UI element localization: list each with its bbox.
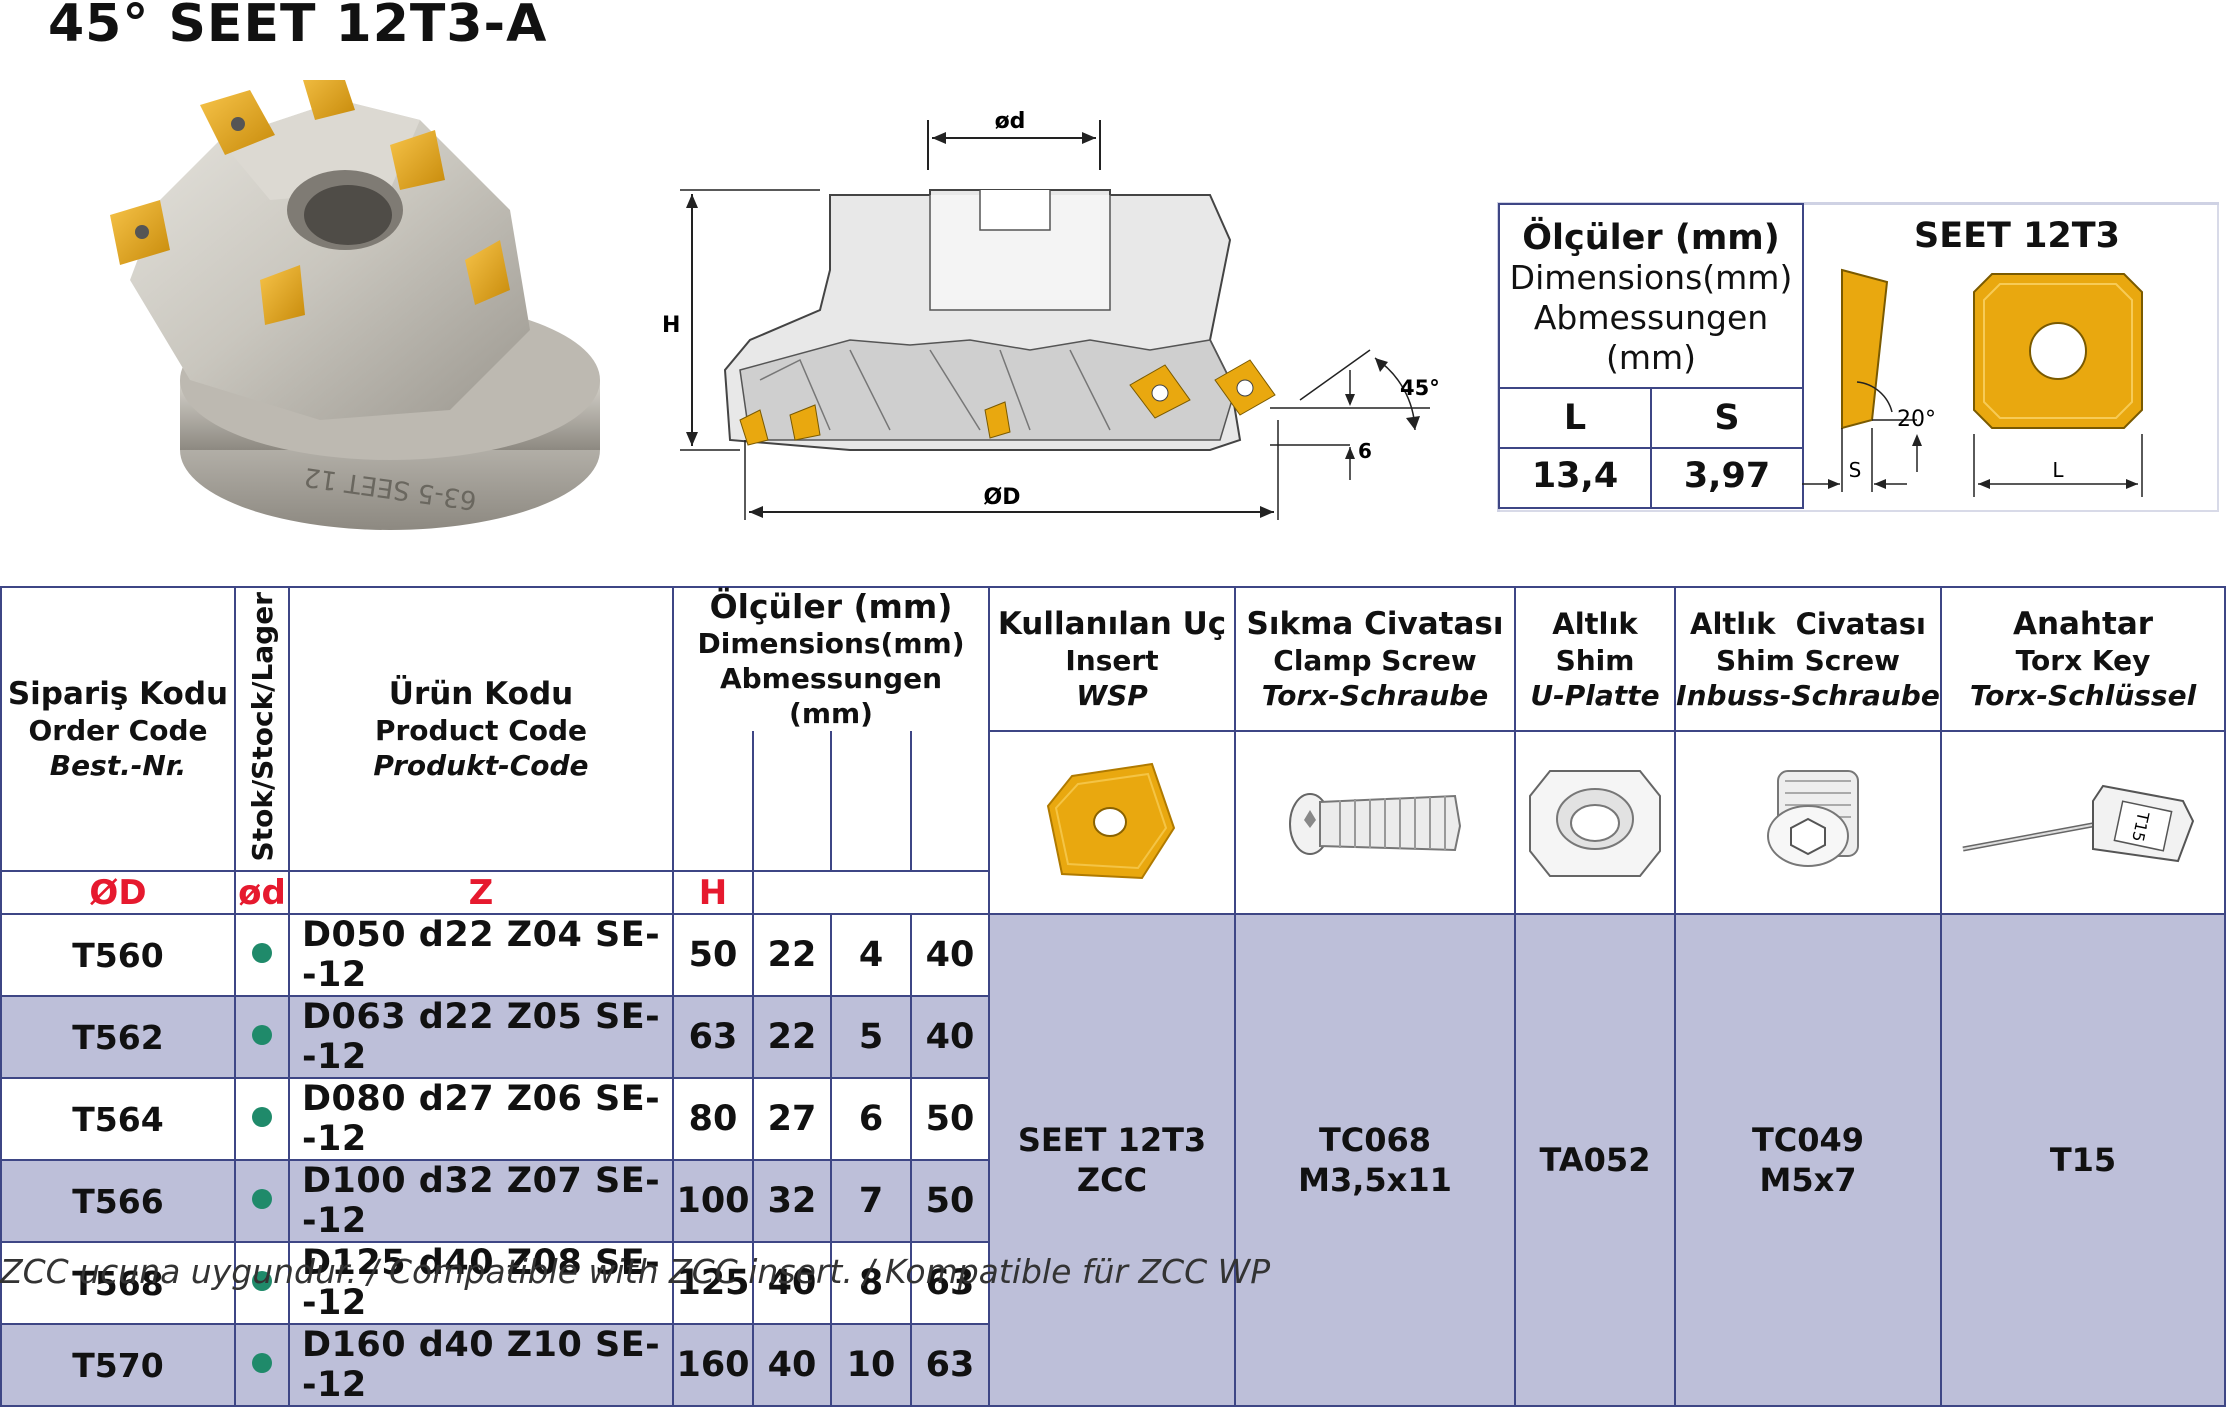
- cutter-drawing: ød H ØD 45° 6: [662, 109, 1440, 520]
- insert-name: SEET 12T3: [1913, 216, 2121, 256]
- value-H: 40: [910, 913, 990, 997]
- clamp-screw-header: Sıkma Civatası Clamp Screw Torx-Schraube: [1234, 586, 1516, 732]
- torx-key-image-cell: T15: [1940, 730, 2226, 915]
- insert-angle-label: 20°: [1897, 407, 1936, 432]
- value-d: 22: [752, 995, 832, 1079]
- shim-image-cell: [1514, 730, 1676, 915]
- order-code: T566: [0, 1159, 236, 1243]
- shim-icon: [1529, 769, 1661, 877]
- val-L: 13,4: [1531, 456, 1619, 496]
- value-H: 50: [910, 1077, 990, 1161]
- product-code: D050 d22 Z04 SE--12: [288, 913, 674, 997]
- col-H-header: H: [672, 870, 754, 915]
- product-code: D080 d27 Z06 SE--12: [288, 1077, 674, 1161]
- col-d-header: ød: [234, 870, 290, 915]
- torx-key-icon: T15: [1962, 784, 2195, 862]
- insert-icon: [1046, 762, 1176, 879]
- product-code: D063 d22 Z05 SE--12: [288, 995, 674, 1079]
- footnote: ZCC ucuna uygundur. / Compatible with ZC…: [0, 1252, 1271, 1291]
- stock-dot-icon: [252, 1353, 272, 1373]
- value-d: 32: [752, 1159, 832, 1243]
- milling-cutter-photo: 63-5 SEET 12: [110, 80, 600, 530]
- value-Z: 7: [830, 1159, 912, 1243]
- value-Z: 10: [830, 1323, 912, 1407]
- value-D: 63: [672, 995, 754, 1079]
- stock-indicator: [234, 913, 290, 997]
- insert-L-label: L: [2052, 458, 2064, 482]
- torx-key-header: Anahtar Torx Key Torx-Schlüssel: [1940, 586, 2226, 732]
- order-code: T560: [0, 913, 236, 997]
- shared-shim-cell: TA052: [1514, 913, 1676, 1407]
- stock-dot-icon: [252, 1189, 272, 1209]
- label-H: H: [662, 313, 680, 338]
- stock-header: Stok/Stock/Lager: [234, 586, 290, 872]
- val-S: 3,97: [1683, 456, 1771, 496]
- value-D: 80: [672, 1077, 754, 1161]
- order-code: T570: [0, 1323, 236, 1407]
- insert-S-label: S: [1849, 458, 1862, 482]
- value-d: 22: [752, 913, 832, 997]
- product-code-header: Ürün Kodu Product Code Produkt-Code: [288, 586, 674, 872]
- value-D: 160: [672, 1323, 754, 1407]
- stock-indicator: [234, 1159, 290, 1243]
- product-table: Sipariş Kodu Order Code Best.-Nr. Stok/S…: [0, 586, 2226, 1407]
- dim-box-title-tr: Ölçüler (mm): [1522, 218, 1780, 258]
- product-code: D160 d40 Z10 SE--12: [288, 1323, 674, 1407]
- stock-dot-icon: [252, 1107, 272, 1127]
- value-D: 50: [672, 913, 754, 997]
- col-L: L: [1563, 398, 1587, 438]
- value-Z: 4: [830, 913, 912, 997]
- stock-indicator: [234, 1323, 290, 1407]
- dim-box-title-unit: (mm): [1605, 338, 1697, 377]
- order-code: T564: [0, 1077, 236, 1161]
- stock-indicator: [234, 995, 290, 1079]
- order-code: T562: [0, 995, 236, 1079]
- value-D: 100: [672, 1159, 754, 1243]
- clamp-screw-image-cell: [1234, 730, 1516, 915]
- value-H: 50: [910, 1159, 990, 1243]
- shared-shim-screw-cell: TC049 M5x7: [1674, 913, 1942, 1407]
- shim-screw-icon: [1767, 769, 1859, 867]
- value-Z: 6: [830, 1077, 912, 1161]
- shim-screw-image-cell: [1674, 730, 1942, 915]
- shim-screw-header: Altlık Civatası Shim Screw Inbuss-Schrau…: [1674, 586, 1942, 732]
- shared-torx-key-cell: T15: [1940, 913, 2226, 1407]
- col-D-header: ØD: [0, 870, 236, 915]
- stock-indicator: [234, 1077, 290, 1161]
- stock-dot-icon: [252, 1025, 272, 1045]
- value-H: 63: [910, 1323, 990, 1407]
- order-code-header: Sipariş Kodu Order Code Best.-Nr.: [0, 586, 236, 872]
- insert-side-icon: [1841, 268, 1889, 430]
- dimensions-header: Ölçüler (mm) Dimensions(mm) Abmessungen …: [672, 586, 990, 731]
- page-title: 45° SEET 12T3-A: [48, 0, 548, 54]
- shared-insert-cell: SEET 12T3 ZCC: [988, 913, 1236, 1407]
- label-D: ØD: [984, 485, 1021, 510]
- col-Z-header: Z: [288, 870, 674, 915]
- value-H: 40: [910, 995, 990, 1079]
- stock-dot-icon: [252, 1271, 272, 1291]
- dim-box-title-de: Abmessungen: [1533, 298, 1769, 337]
- shim-header: Altlık Shim U-Platte: [1514, 586, 1676, 732]
- shared-clamp-screw-cell: TC068 M3,5x11: [1234, 913, 1516, 1407]
- product-code: D100 d32 Z07 SE--12: [288, 1159, 674, 1243]
- label-angle: 45°: [1400, 376, 1440, 400]
- value-d: 40: [752, 1323, 832, 1407]
- label-d: ød: [995, 109, 1026, 134]
- value-d: 27: [752, 1077, 832, 1161]
- table-row: T564 D080 d27 Z06 SE--12 80 27 6 50: [0, 1077, 2225, 1161]
- col-S: S: [1714, 398, 1740, 438]
- insert-dimension-box: 20° S L Ölçüler (mm) Dimensions(mm) Abme…: [1497, 202, 2219, 512]
- value-Z: 5: [830, 995, 912, 1079]
- clamp-screw-icon: [1289, 792, 1462, 855]
- insert-image-cell: [988, 730, 1236, 915]
- insert-header: Kullanılan Uç Insert WSP: [988, 586, 1236, 732]
- label-six: 6: [1358, 439, 1372, 463]
- table-row: T560 D050 d22 Z04 SE--12 50 22 4 40 SEET…: [0, 913, 2226, 1407]
- stock-dot-icon: [252, 943, 272, 963]
- dim-box-title-en: Dimensions(mm): [1509, 258, 1793, 297]
